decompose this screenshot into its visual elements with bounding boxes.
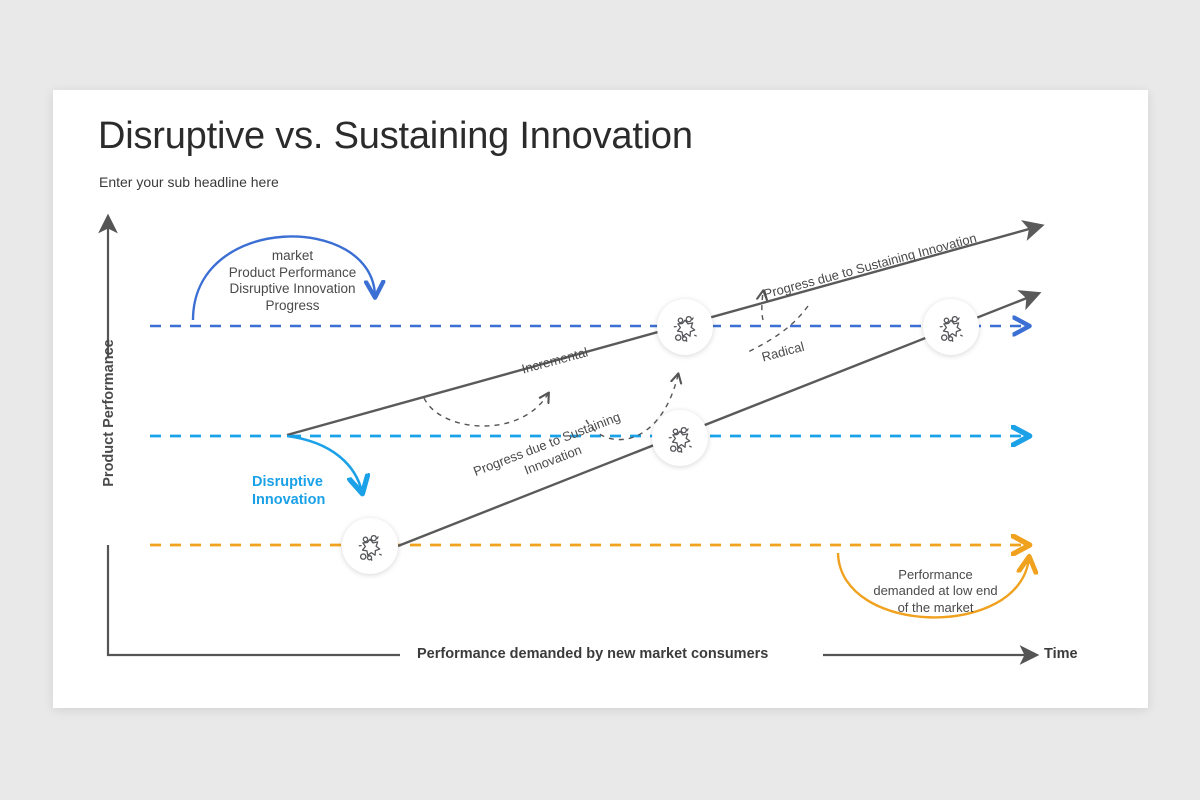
- innovation-burst-icon-node-2[interactable]: [652, 410, 708, 466]
- low-end-performance-line-3: of the market: [897, 599, 974, 615]
- innovation-burst-icon: [358, 534, 382, 561]
- x-axis-end-label: Time: [1044, 646, 1078, 662]
- market-progress-arc: [191, 235, 375, 321]
- market-progress-line-1: market: [271, 248, 314, 263]
- disruptive-innovation-line-1: Disruptive: [252, 474, 323, 490]
- low-end-performance-arc: [836, 552, 1029, 619]
- disruptive-innovation-line-2: Innovation: [252, 492, 326, 508]
- y-axis-label: Product Performance: [101, 339, 117, 487]
- market-progress-note: market Product Performance Disruptive In…: [205, 248, 380, 314]
- x-axis-label: Performance demanded by new market consu…: [417, 646, 769, 662]
- incremental-connector: [423, 394, 548, 427]
- innovation-burst-icon-node-4[interactable]: [923, 299, 979, 355]
- innovation-burst-icon: [673, 315, 697, 342]
- page-subtitle: Enter your sub headline here: [99, 174, 279, 190]
- market-progress-line-2: Product Performance: [228, 264, 357, 280]
- disruptive-innovation-arc: [286, 434, 362, 492]
- low-end-performance-line-1: Performance: [898, 567, 973, 582]
- innovation-burst-icon-node-3[interactable]: [657, 299, 713, 355]
- market-progress-line-4: Progress: [265, 297, 320, 313]
- innovation-burst-icon: [668, 426, 692, 453]
- innovation-burst-icon: [939, 315, 963, 342]
- low-end-performance-note: Performance demanded at low end of the m…: [868, 567, 1003, 616]
- slide-card: [53, 90, 1148, 708]
- innovation-burst-icon-node-1[interactable]: [342, 518, 398, 574]
- low-end-performance-line-2: demanded at low end: [873, 583, 998, 599]
- page-title: Disruptive vs. Sustaining Innovation: [98, 115, 693, 157]
- sustaining-upper-connector: [762, 292, 763, 321]
- disruptive-innovation-label: Disruptive Innovation: [252, 473, 372, 509]
- radical-connector-left: [585, 375, 678, 441]
- market-progress-line-3: Disruptive Innovation: [229, 281, 356, 297]
